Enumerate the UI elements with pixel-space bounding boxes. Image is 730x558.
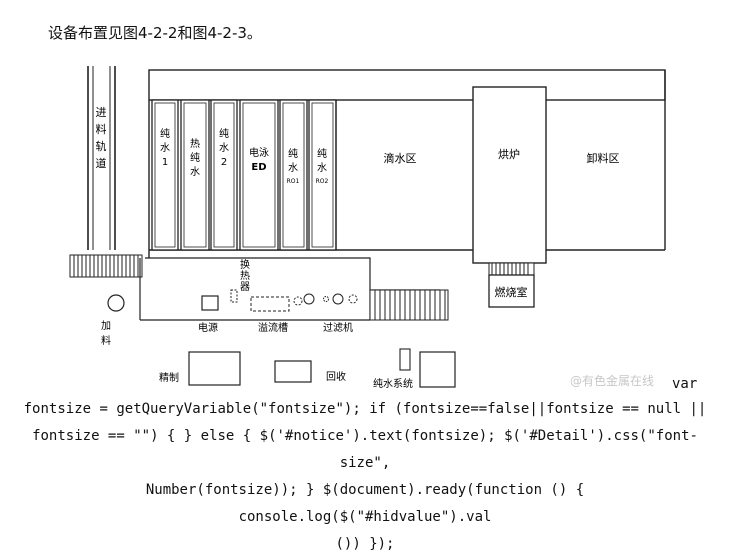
figure-caption: 设备布置见图4-2-2和图4-2-3。	[48, 24, 262, 42]
svg-text:纯: 纯	[219, 127, 229, 140]
svg-text:溢流槽: 溢流槽	[258, 321, 288, 334]
svg-text:水: 水	[219, 142, 229, 154]
svg-text:热: 热	[190, 137, 200, 150]
tank-pure-water-1: 纯 水 1	[151, 99, 179, 251]
svg-text:ED: ED	[251, 162, 266, 173]
tank-electrophoresis-ed: 电泳 ED	[239, 99, 279, 251]
feed-track-char-2: 料	[96, 122, 107, 136]
svg-text:料: 料	[101, 334, 111, 347]
code-line-2: fontsize = getQueryVariable("fontsize");…	[23, 401, 707, 417]
svg-text:烘炉: 烘炉	[498, 147, 520, 161]
overflow-tank: 溢流槽	[250, 296, 290, 334]
svg-text:纯水系统: 纯水系统	[373, 377, 413, 390]
feed-track-char-1: 进	[96, 106, 107, 119]
feed-track: 进 料 轨 道	[87, 66, 116, 250]
svg-text:电泳: 电泳	[249, 146, 269, 159]
svg-text:电源: 电源	[198, 321, 218, 334]
feed-track-char-4: 道	[96, 156, 107, 170]
svg-text:水: 水	[288, 162, 298, 174]
refine-unit: 精制	[159, 351, 241, 386]
tank-pure-water-ro2: 纯 水 RO2	[308, 99, 337, 251]
svg-text:燃烧室: 燃烧室	[495, 285, 528, 299]
combustion-room: 燃烧室	[488, 262, 535, 308]
svg-text:水: 水	[160, 142, 170, 154]
feed-port: 加 料	[101, 294, 125, 347]
watermark: @有色金属在线	[570, 373, 654, 388]
middle-stairs	[369, 289, 449, 321]
svg-text:纯: 纯	[160, 127, 170, 140]
svg-text:卸料区: 卸料区	[587, 151, 620, 165]
code-line-5: ()) });	[335, 536, 395, 552]
tank-pure-water-ro1: 纯 水 RO1	[279, 99, 308, 251]
svg-text:纯: 纯	[190, 151, 200, 164]
feed-track-char-3: 轨	[96, 139, 107, 153]
power-box: 电源	[198, 295, 219, 334]
code-line-4: Number(fontsize)); } $(document).ready(f…	[145, 482, 585, 525]
code-tail-var: var	[672, 376, 698, 392]
tank-hot-pure-water: 热 纯 水	[180, 99, 210, 251]
svg-text:水: 水	[317, 162, 327, 174]
svg-text:1: 1	[162, 157, 168, 168]
code-block: fontsize = getQueryVariable("fontsize");…	[22, 396, 708, 558]
oven: 烘炉	[472, 86, 547, 264]
unload-zone: 卸料区	[587, 151, 620, 165]
svg-text:滴水区: 滴水区	[384, 151, 417, 165]
svg-text:水: 水	[190, 166, 200, 178]
svg-text:2: 2	[221, 157, 227, 168]
filter-units: 过滤机	[293, 293, 358, 334]
svg-text:RO2: RO2	[316, 178, 329, 185]
svg-text:器: 器	[240, 281, 250, 293]
svg-text:换: 换	[240, 258, 250, 271]
svg-text:热: 热	[240, 269, 250, 282]
recovery-unit: 回收	[274, 360, 346, 383]
svg-text:纯: 纯	[317, 147, 327, 160]
svg-text:加: 加	[101, 320, 111, 332]
pure-water-system: 纯水系统	[373, 348, 456, 390]
tank-pure-water-2: 纯 水 2	[210, 99, 238, 251]
left-stairs	[69, 254, 143, 278]
svg-text:过滤机: 过滤机	[323, 321, 353, 334]
svg-text:RO1: RO1	[287, 178, 300, 185]
code-line-3: fontsize == "") { } else { $('#notice').…	[32, 428, 698, 471]
equipment-layout-diagram: 进 料 轨 道 纯 水 1 热 纯 水 纯 水 2 电泳 ED	[69, 66, 666, 390]
svg-text:精制: 精制	[159, 371, 179, 384]
drip-zone: 滴水区	[335, 100, 417, 250]
heat-exchanger: 换 热 器	[230, 258, 250, 303]
svg-text:回收: 回收	[326, 370, 346, 383]
svg-text:纯: 纯	[288, 147, 298, 160]
